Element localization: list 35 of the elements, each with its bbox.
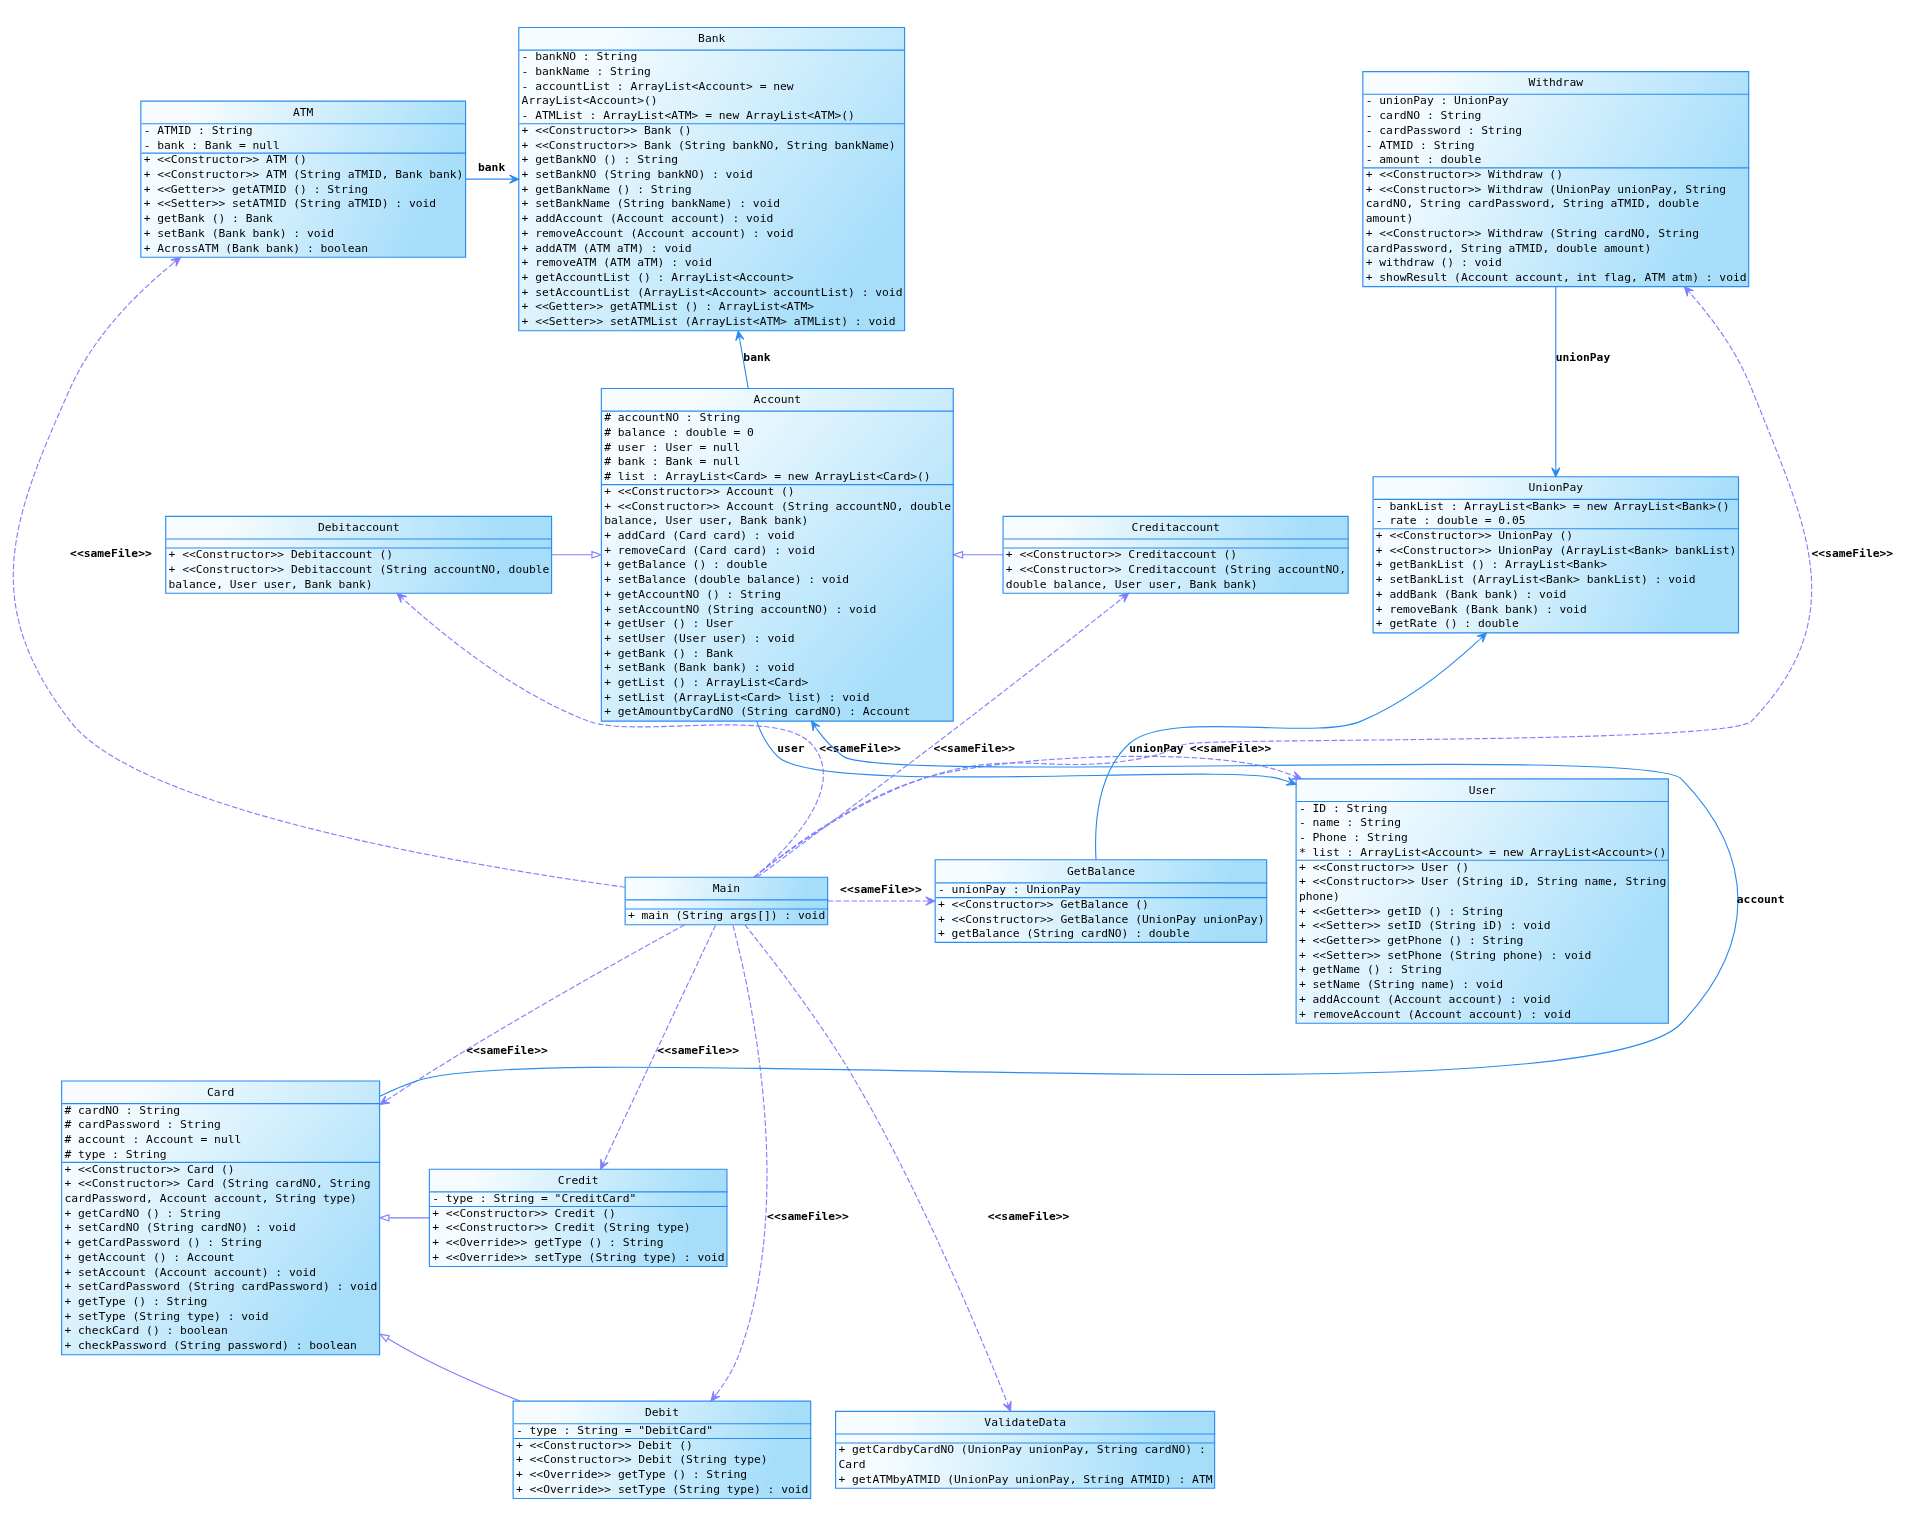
arrow bbox=[756, 592, 1130, 878]
edge-label: account bbox=[1736, 892, 1785, 906]
edge-label: <<sameFile>> bbox=[657, 1043, 739, 1057]
arrow bbox=[1095, 631, 1487, 860]
edge-label: <<sameFile>> bbox=[70, 546, 152, 559]
edge-label: bank bbox=[743, 350, 771, 364]
arrow bbox=[735, 330, 749, 389]
arrow bbox=[1551, 285, 1561, 477]
arrow bbox=[753, 285, 1813, 878]
arrow bbox=[379, 923, 686, 1105]
arrow bbox=[551, 550, 603, 559]
edge-label: <<sameFile>> bbox=[1189, 741, 1272, 755]
edge-label: user bbox=[777, 741, 805, 755]
arrow bbox=[465, 174, 520, 184]
edge-label: <<sameFile>> bbox=[840, 882, 922, 896]
edge-label: <<sameFile>> bbox=[1811, 546, 1894, 559]
edge-label: <<sameFile>> bbox=[987, 1209, 1070, 1223]
edge-label: unionPay bbox=[1129, 741, 1184, 755]
arrow bbox=[378, 1213, 430, 1222]
arrow bbox=[710, 924, 768, 1402]
arrow bbox=[13, 256, 626, 888]
edge-label: <<sameFile>> bbox=[767, 1209, 849, 1223]
arrow bbox=[951, 550, 1004, 559]
arrow bbox=[753, 755, 1302, 878]
arrow bbox=[379, 720, 1739, 1097]
arrow bbox=[744, 923, 1012, 1412]
edge-label: bank bbox=[478, 160, 506, 174]
arrow bbox=[756, 720, 1297, 786]
edge-label: unionPay bbox=[1555, 350, 1611, 364]
arrow bbox=[396, 592, 824, 878]
edge-label: <<sameFile>> bbox=[466, 1043, 548, 1057]
arrow bbox=[600, 924, 717, 1170]
arrow bbox=[378, 1332, 521, 1402]
edge-label: <<sameFile>> bbox=[933, 741, 1016, 755]
arrow bbox=[827, 895, 936, 906]
